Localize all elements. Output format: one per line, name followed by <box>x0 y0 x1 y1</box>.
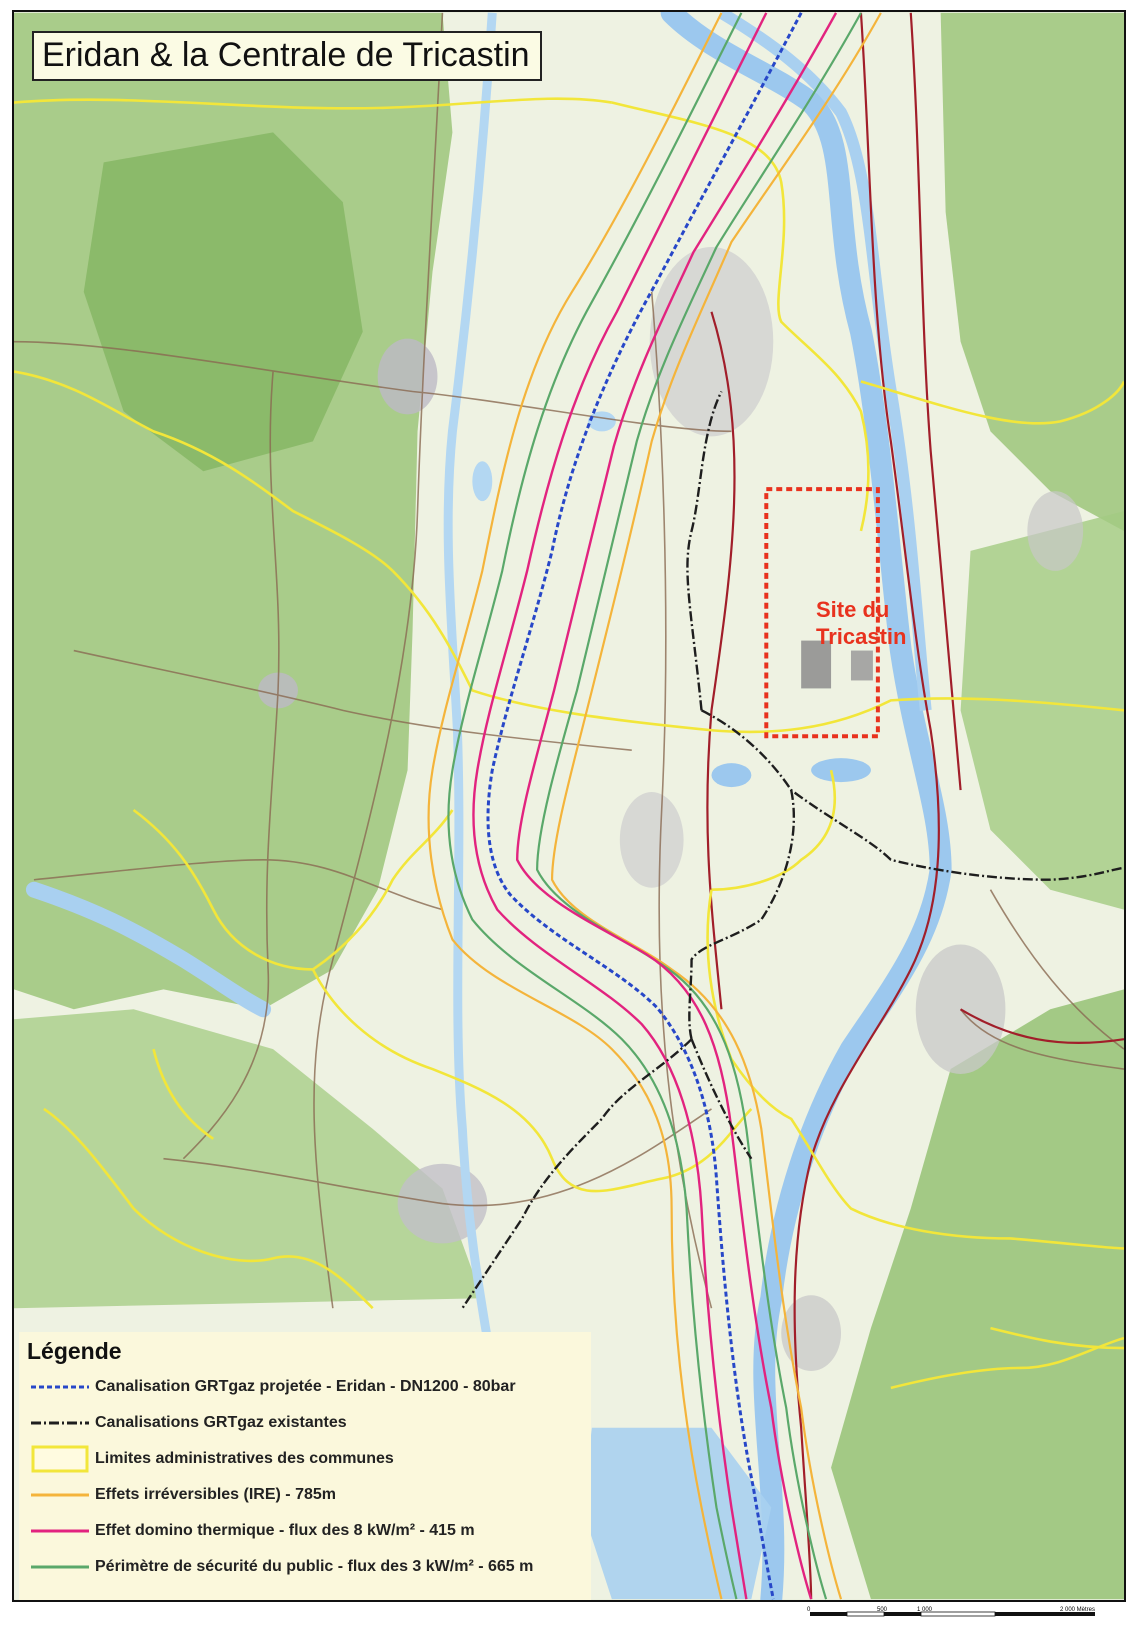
legend-item-communes: Limites administratives des communes <box>19 1444 591 1474</box>
southwest-hills <box>14 1009 483 1309</box>
site-label-line1: Site du <box>816 597 890 622</box>
legend-symbol-communes <box>31 1445 89 1473</box>
eridan-pipeline <box>486 12 803 1600</box>
pond-2 <box>811 758 871 783</box>
town-west <box>377 338 438 415</box>
legend-symbol-public <box>31 1565 89 1569</box>
pond-1 <box>711 763 752 788</box>
legend-symbol-existing <box>31 1421 89 1425</box>
eastern-hills-north <box>940 12 1124 531</box>
legend-label-ire: Effets irréversibles (IRE) - 785m <box>95 1486 336 1503</box>
legend-item-ire: Effets irréversibles (IRE) - 785m <box>19 1480 591 1510</box>
scale-tick-1: 500 <box>877 1607 888 1613</box>
legend-item-existing: Canalisations GRTgaz existantes <box>19 1408 591 1438</box>
scale-seg-5 <box>995 1612 1095 1616</box>
industrial-area <box>850 650 873 681</box>
legend-label-existing: Canalisations GRTgaz existantes <box>95 1414 347 1431</box>
legend-label-eridan: Canalisation GRTgaz projetée - Eridan - … <box>95 1378 516 1395</box>
legend-item-eridan: Canalisation GRTgaz projetée - Eridan - … <box>19 1372 591 1402</box>
pond-4 <box>587 411 616 432</box>
nuclear-plant <box>801 640 832 689</box>
map-frame: Eridan & la Centrale de Tricastin Site d… <box>12 10 1126 1602</box>
town-mid <box>619 792 684 888</box>
legend-symbol-eridan <box>31 1385 89 1389</box>
public-perimeter <box>447 12 862 1600</box>
town-north <box>649 247 774 437</box>
western-river <box>443 12 497 1369</box>
domino-corridor <box>472 12 838 1600</box>
southern-lake <box>581 1427 772 1600</box>
legend-symbol-domino <box>31 1529 89 1533</box>
town-east <box>915 944 1006 1075</box>
scale-tick-3: 2 000 Mètres <box>1060 1607 1095 1613</box>
western-hills-dark <box>83 132 363 472</box>
site-tricastin-box[interactable] <box>764 487 880 739</box>
scale-seg-4 <box>920 1611 996 1617</box>
scale-tick-0: 0 <box>807 1607 811 1613</box>
legend-panel: Légende Canalisation GRTgaz projetée - E… <box>19 1332 591 1600</box>
scale-bar: 0 500 1 000 2 000 Mètres <box>807 1607 1095 1617</box>
legend-symbol-ire <box>31 1493 89 1497</box>
legend-label-public: Périmètre de sécurité du public - flux d… <box>95 1558 534 1575</box>
scale-seg-1 <box>810 1612 847 1616</box>
ire-corridor <box>427 12 882 1600</box>
eastern-hills-south <box>831 989 1124 1600</box>
town-south <box>781 1295 842 1371</box>
existing-pipelines <box>461 390 1124 1309</box>
scale-seg-3 <box>884 1612 921 1616</box>
commune-boundaries <box>14 97 1124 1390</box>
map-title: Eridan & la Centrale de Tricastin <box>32 31 542 81</box>
legend-item-public: Périmètre de sécurité du public - flux d… <box>19 1552 591 1582</box>
eastern-hills-mid <box>960 511 1124 910</box>
scale-tick-2: 1 000 <box>917 1607 933 1613</box>
village-east <box>1027 491 1084 571</box>
western-lake <box>25 881 272 1018</box>
site-label-line2: Tricastin <box>816 624 907 649</box>
legend-title: Légende <box>27 1338 122 1364</box>
legend-label-domino: Effet domino thermique - flux des 8 kW/m… <box>95 1522 475 1539</box>
legend-label-communes: Limites administratives des communes <box>95 1450 394 1467</box>
site-tricastin-label: Site du Tricastin <box>816 596 906 650</box>
rhone-river <box>660 12 952 1600</box>
pond-3 <box>472 461 493 502</box>
legend-item-domino: Effet domino thermique - flux des 8 kW/m… <box>19 1516 591 1546</box>
